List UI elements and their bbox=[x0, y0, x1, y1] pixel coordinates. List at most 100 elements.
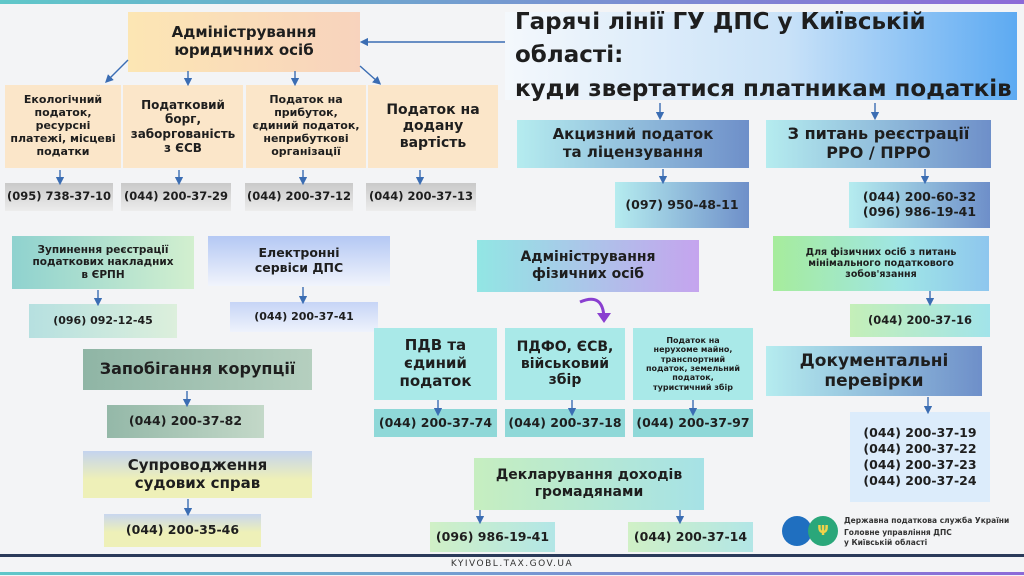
logo-line: Головне управління ДПС bbox=[844, 528, 952, 538]
topic-line: податок, земельний bbox=[646, 364, 740, 373]
top-accent-line bbox=[0, 0, 1024, 4]
topic-vat-single-tax: ПДВ та єдиний податок bbox=[374, 328, 497, 400]
excise-heading: Акцизний податок та ліцензування bbox=[517, 120, 749, 168]
logo-line: Державна податкова служба України bbox=[844, 516, 1010, 525]
topic-line: Податок на bbox=[386, 101, 480, 118]
heading-line: зобов'язання bbox=[845, 269, 917, 281]
heading-line: в ЄРПН bbox=[81, 268, 125, 281]
heading-line: Електронні bbox=[258, 245, 340, 261]
heading-line: судових справ bbox=[134, 473, 261, 492]
phone-number: (095) 738-37-10 bbox=[5, 183, 113, 211]
topic-line: ПДФО, ЄСВ, bbox=[516, 339, 614, 356]
topic-line: заборгованість bbox=[130, 126, 236, 141]
phone-list: (044) 200-60-32 (096) 986-19-41 bbox=[849, 182, 990, 228]
bottom-accent-line bbox=[0, 572, 1024, 575]
phone-number: (044) 200-37-14 bbox=[628, 522, 753, 552]
phone-number: (044) 200-37-22 bbox=[863, 440, 977, 456]
phone-number: (096) 986-19-41 bbox=[862, 204, 977, 219]
topic-line: Екологічний bbox=[23, 93, 103, 107]
topic-profit-tax: Податок на прибуток, єдиний податок, неп… bbox=[246, 85, 366, 168]
topic-line: з ЄСВ bbox=[164, 140, 202, 155]
heading-line: Для фізичних осіб з питань bbox=[805, 246, 957, 258]
phone-number: (044) 200-60-32 bbox=[862, 189, 977, 205]
heading-line: та ліцензування bbox=[562, 143, 704, 161]
heading-line: Зупинення реєстрації bbox=[37, 243, 169, 256]
phone-number: (044) 200-37-19 bbox=[863, 424, 977, 440]
logo-blue-circle-icon bbox=[782, 516, 812, 546]
logo-text: Державна податкова служба України Головн… bbox=[844, 516, 1009, 548]
heading-line: Акцизний податок bbox=[552, 125, 714, 144]
heading-line: перевірки bbox=[824, 371, 924, 391]
title-line-1: Гарячі лінії ГУ ДПС у Київській області: bbox=[515, 8, 926, 69]
heading-line: Декларування доходів bbox=[495, 467, 683, 484]
phone-number: (044) 200-37-82 bbox=[107, 405, 264, 438]
topic-line: транспортний bbox=[660, 354, 726, 364]
phone-number: (044) 200-37-29 bbox=[121, 183, 231, 211]
heading-line: податкових накладних bbox=[32, 256, 174, 269]
topic-line: вартість bbox=[399, 134, 467, 151]
heading-line: Супроводження bbox=[127, 455, 268, 474]
heading-line: фізичних осіб bbox=[531, 266, 645, 282]
topic-line: податок, bbox=[34, 106, 92, 120]
topic-line: єдиний податок, bbox=[252, 119, 360, 133]
erpn-heading: Зупинення реєстрації податкових накладни… bbox=[12, 236, 194, 289]
phone-number: (044) 200-37-13 bbox=[366, 183, 476, 211]
footer-divider bbox=[0, 554, 1024, 557]
heading-line: Адміністрування bbox=[520, 249, 656, 266]
title-line-2: куди звертатися платникам податків bbox=[515, 75, 1012, 102]
page-title: Гарячі лінії ГУ ДПС у Київській області:… bbox=[505, 9, 1017, 102]
topic-line: єдиний bbox=[404, 354, 467, 373]
phone-number: (044) 200-37-12 bbox=[245, 183, 353, 211]
arrow-icon bbox=[359, 65, 382, 85]
phone-number: (044) 200-37-16 bbox=[850, 304, 990, 337]
topic-line: податок bbox=[399, 371, 472, 390]
phone-list: (044) 200-37-19 (044) 200-37-22 (044) 20… bbox=[850, 412, 990, 502]
footer-url[interactable]: KYIVOBL.TAX.GOV.UA bbox=[450, 559, 574, 569]
topic-line: туристичний збір bbox=[653, 382, 733, 392]
dps-logo: Ψ bbox=[782, 516, 842, 546]
phone-number: (044) 200-37-74 bbox=[374, 409, 497, 437]
topic-line: нерухоме майно, bbox=[653, 345, 733, 355]
phone-number: (096) 986-19-41 bbox=[430, 522, 555, 552]
logo-line: у Київській області bbox=[844, 538, 928, 548]
topic-line: прибуток, bbox=[274, 106, 338, 120]
topic-line: додану bbox=[402, 118, 464, 135]
topic-property-tax: Податок на нерухоме майно, транспортний … bbox=[633, 328, 753, 400]
topic-line: податок, bbox=[672, 373, 714, 383]
topic-tax-debt: Податковий борг, заборгованість з ЄСВ bbox=[123, 85, 243, 168]
topic-line: неприбуткові bbox=[263, 131, 349, 145]
heading-line: РРО / ПРРО bbox=[826, 143, 931, 162]
heading-line: З питань реєстрації bbox=[787, 124, 970, 144]
heading-line: громадянами bbox=[534, 484, 644, 500]
topic-line: Податок на bbox=[666, 335, 720, 345]
court-heading: Супроводження судових справ bbox=[83, 451, 312, 498]
heading-line: сервіси ДПС bbox=[254, 260, 344, 275]
topic-ecological-tax: Екологічний податок, ресурсні платежі, м… bbox=[5, 85, 121, 168]
min-tax-heading: Для фізичних осіб з питань мінімального … bbox=[773, 236, 989, 291]
individuals-heading: Адміністрування фізичних осіб bbox=[477, 240, 699, 292]
e-services-heading: Електронні сервіси ДПС bbox=[208, 236, 390, 286]
topic-pit-ssc: ПДФО, ЄСВ, військовий збір bbox=[505, 328, 625, 400]
doc-checks-heading: Документальні перевірки bbox=[766, 346, 982, 396]
topic-line: військовий bbox=[520, 355, 610, 372]
topic-line: податки bbox=[36, 144, 90, 158]
phone-number: (044) 200-37-97 bbox=[633, 409, 753, 437]
topic-line: Податок на bbox=[269, 93, 343, 107]
phone-number: (096) 092-12-45 bbox=[29, 304, 177, 338]
topic-vat: Податок на додану вартість bbox=[368, 85, 498, 168]
topic-line: ресурсні bbox=[35, 119, 91, 133]
topic-line: Податковий bbox=[141, 98, 225, 113]
phone-number: (044) 200-37-18 bbox=[505, 409, 625, 437]
logo-trident-icon: Ψ bbox=[808, 516, 838, 546]
arrow-icon bbox=[105, 59, 129, 83]
phone-number: (097) 950-48-11 bbox=[615, 182, 749, 228]
heading-line: Адміністрування bbox=[171, 23, 317, 42]
heading-line: Документальні bbox=[799, 350, 949, 371]
topic-line: організації bbox=[271, 144, 341, 158]
curved-arrowhead-icon bbox=[597, 313, 611, 323]
curved-arrow-icon bbox=[579, 297, 606, 319]
phone-number: (044) 200-37-23 bbox=[863, 457, 977, 472]
phone-number: (044) 200-35-46 bbox=[104, 514, 261, 547]
topic-line: збір bbox=[548, 372, 582, 389]
